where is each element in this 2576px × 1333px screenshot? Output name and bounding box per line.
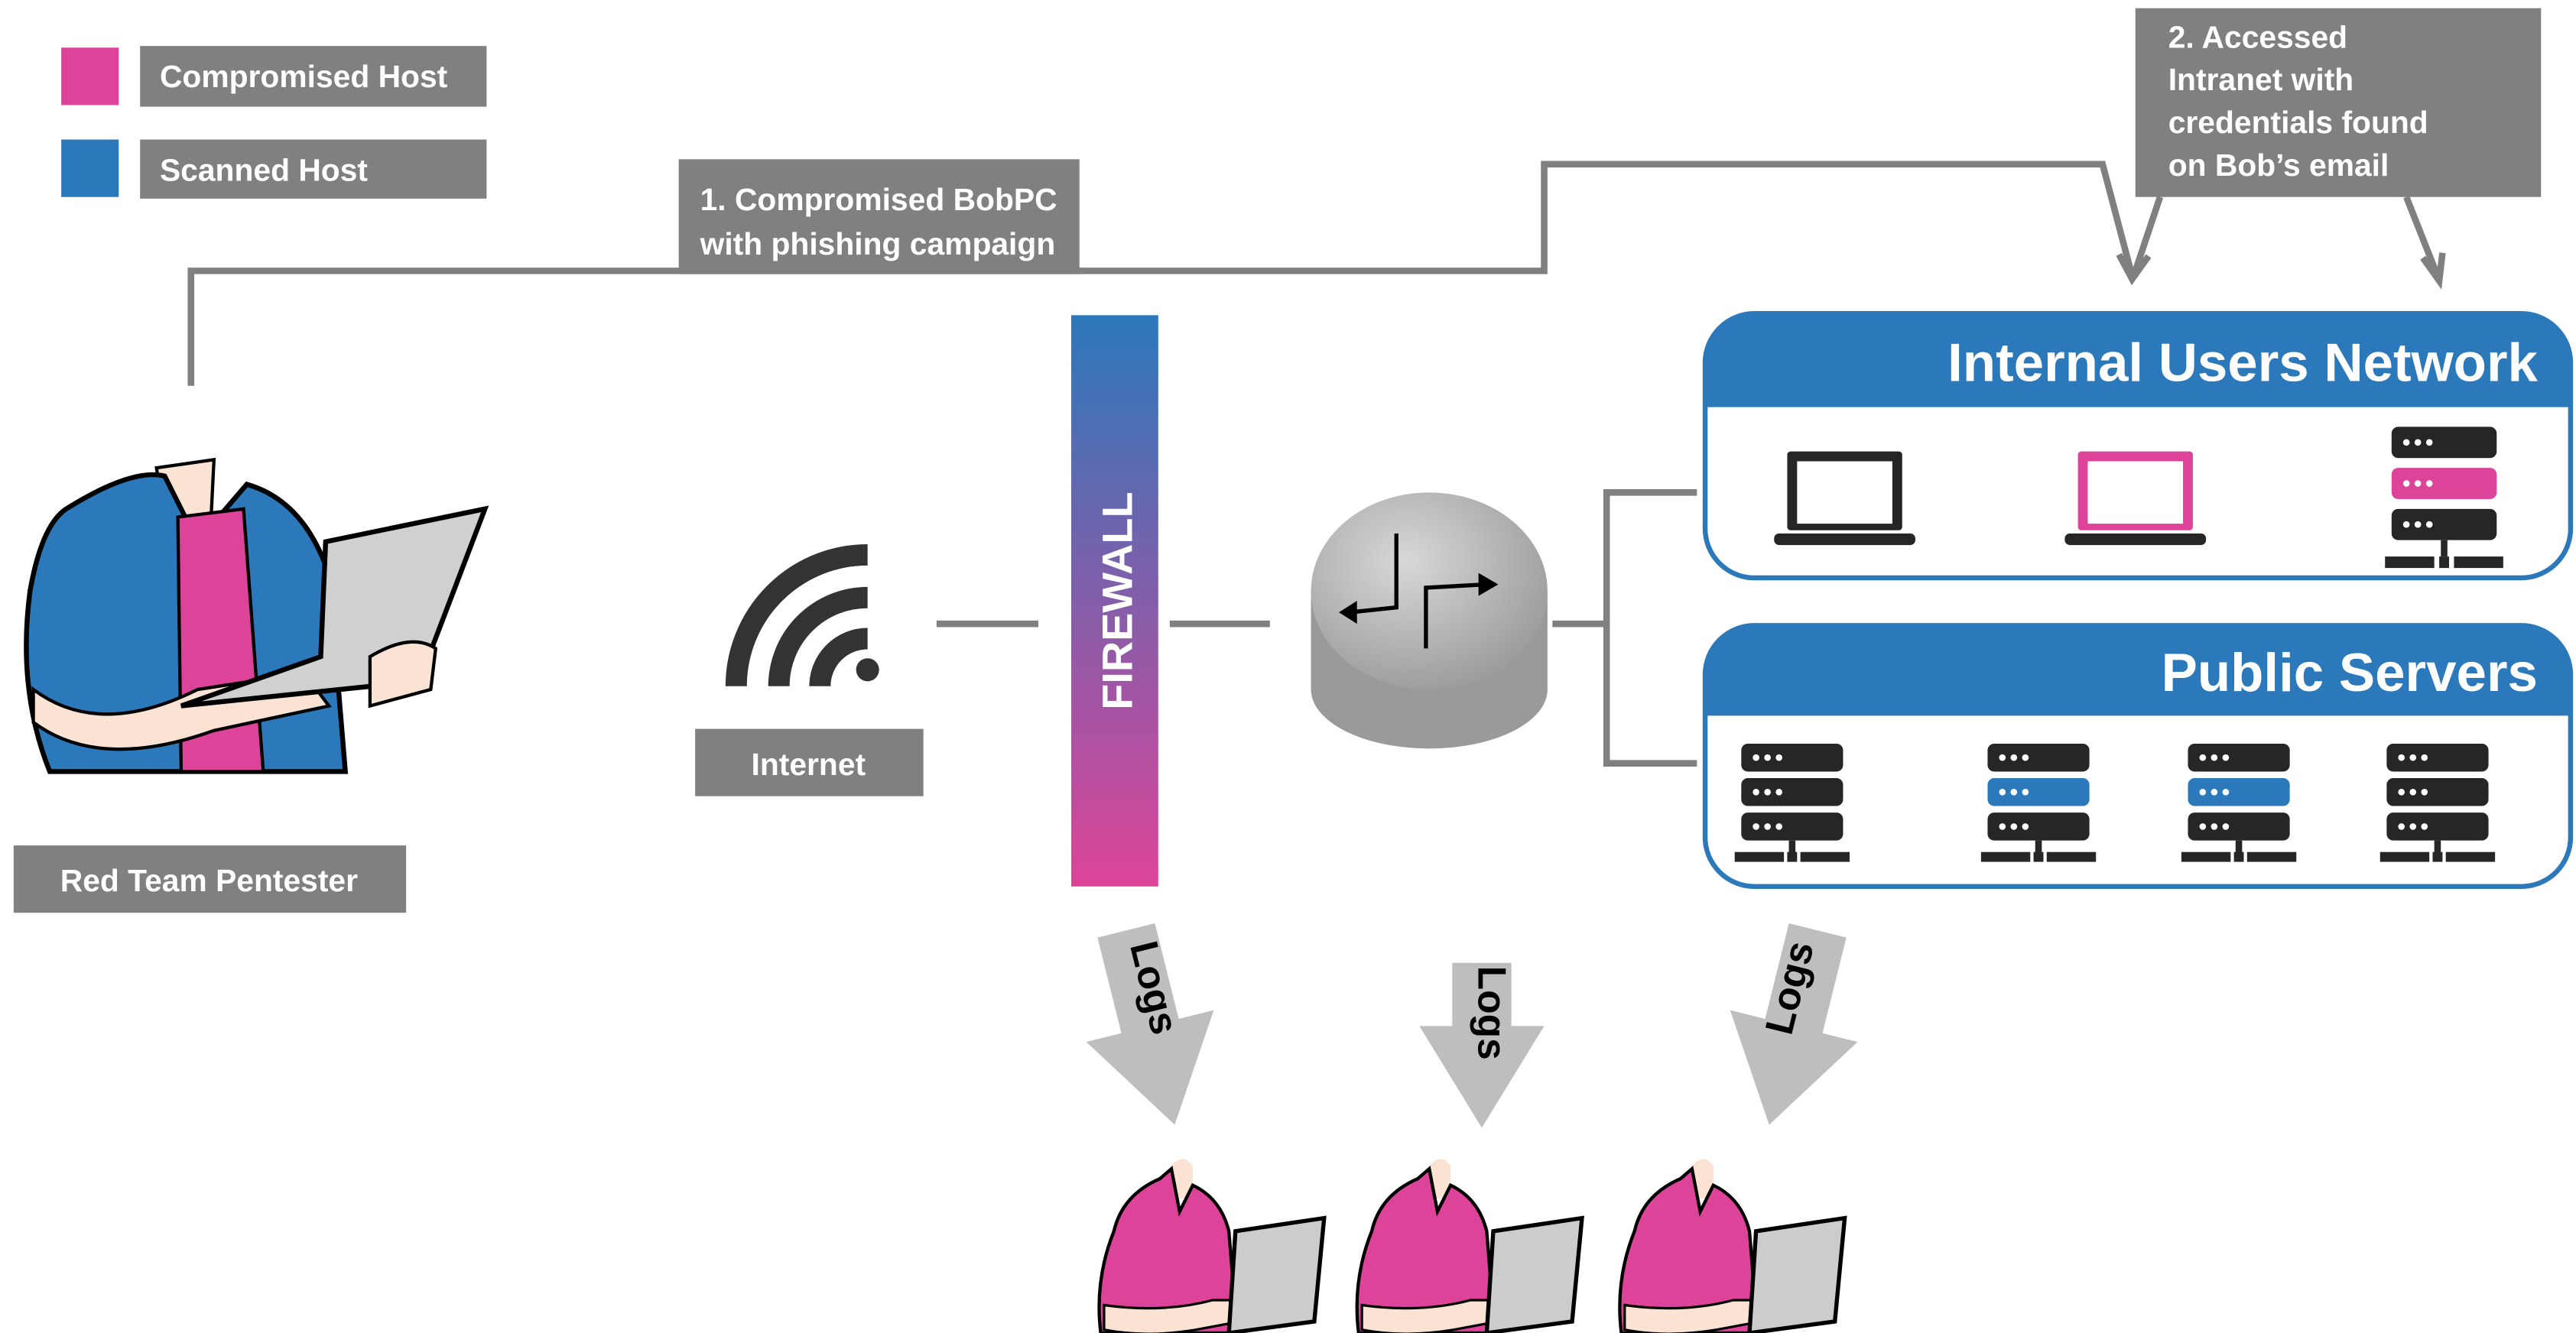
legend-swatch-scanned xyxy=(61,139,119,197)
soc-analyst-illustration xyxy=(1097,1159,1327,1333)
soc-analyst-illustration xyxy=(1618,1159,1847,1333)
public-servers-title: Public Servers xyxy=(2162,643,2538,703)
internal-network-title: Internal Users Network xyxy=(1947,332,2538,393)
logs-arrow: Logs xyxy=(1419,962,1545,1128)
internet-label: Internet xyxy=(695,728,924,796)
legend: Compromised Host Scanned Host xyxy=(61,46,487,199)
legend-label-box xyxy=(140,139,487,199)
step2-label: 2. Accessed Intranet with credentials fo… xyxy=(2135,8,2542,197)
logs-arrow: Logs xyxy=(1086,923,1214,1125)
svg-text:Logs: Logs xyxy=(1470,966,1515,1060)
internal-users-network: Internal Users Network xyxy=(1702,311,2574,581)
server-icon-scanned[interactable] xyxy=(1980,743,2097,862)
server-icon[interactable] xyxy=(1734,743,1850,862)
legend-label-compromised: Compromised Host xyxy=(160,59,448,94)
legend-label-scanned: Scanned Host xyxy=(160,152,368,187)
attack-path-line xyxy=(187,161,2136,386)
pentester-illustration xyxy=(24,457,489,774)
legend-label-box xyxy=(140,46,487,107)
svg-text:with phishing campaign: with phishing campaign xyxy=(700,226,1056,261)
arrowhead xyxy=(2116,252,2152,286)
step2-arrow-right xyxy=(2403,196,2441,277)
step2-arrow-left xyxy=(2130,196,2164,277)
svg-text:2. Accessed: 2. Accessed xyxy=(2168,19,2347,54)
svg-text:credentials found: credentials found xyxy=(2168,105,2428,140)
svg-text:FIREWALL: FIREWALL xyxy=(1093,491,1141,709)
server-icon[interactable] xyxy=(2379,743,2496,862)
svg-text:1. Compromised BobPC: 1. Compromised BobPC xyxy=(700,182,1057,217)
laptop-icon[interactable] xyxy=(1774,451,1915,546)
logs-arrows: Logs Logs Logs xyxy=(1086,923,1858,1128)
svg-text:Internet: Internet xyxy=(752,747,866,782)
logs-arrow: Logs xyxy=(1730,923,1858,1125)
router-icon xyxy=(1311,492,1548,749)
arrowhead xyxy=(2420,252,2446,290)
firewall: FIREWALL xyxy=(1070,315,1158,887)
public-servers: Public Servers xyxy=(1702,623,2574,890)
legend-swatch-compromised xyxy=(61,47,119,105)
laptop-icon-compromised[interactable] xyxy=(2064,451,2207,546)
step1-label: 1. Compromised BobPC with phishing campa… xyxy=(678,159,1080,274)
svg-text:on Bob’s email: on Bob’s email xyxy=(2168,148,2389,183)
server-icon-scanned[interactable] xyxy=(2181,743,2297,862)
link-line xyxy=(1603,489,1697,767)
server-icon-compromised[interactable] xyxy=(2385,426,2503,569)
svg-text:Red Team Pentester: Red Team Pentester xyxy=(60,863,358,898)
svg-text:Intranet with: Intranet with xyxy=(2168,62,2354,97)
pentester-label: Red Team Pentester xyxy=(13,845,407,913)
soc-analyst-illustration xyxy=(1355,1159,1584,1333)
wifi-icon xyxy=(725,543,879,687)
